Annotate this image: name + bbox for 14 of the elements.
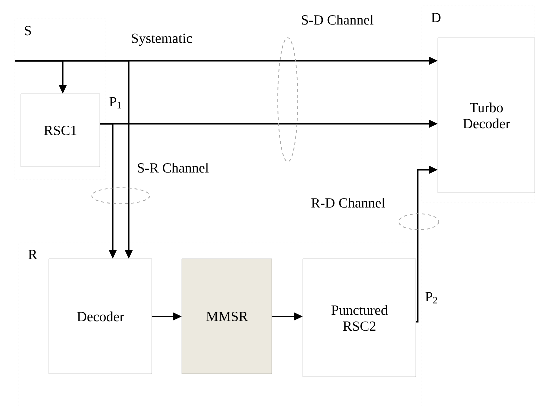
block-box: Punctured RSC2	[303, 259, 416, 378]
block-box: MMSR	[182, 259, 272, 374]
block-box: RSC1	[21, 94, 100, 168]
group-label: R	[28, 250, 38, 260]
block-box: Decoder	[49, 259, 152, 374]
group-label: S	[25, 26, 32, 36]
channel-label: S-D Channel	[302, 15, 374, 25]
group-label: D	[432, 13, 441, 22]
channel-label: S-R Channel	[138, 163, 209, 173]
edge-label: P$_{2}$	[426, 292, 438, 304]
edge-label: P$_{1}$	[110, 97, 122, 109]
channel-label: R-D Channel	[312, 198, 386, 208]
edge-label: Systematic	[132, 34, 192, 46]
block-box: Turbo Decoder	[438, 38, 536, 194]
